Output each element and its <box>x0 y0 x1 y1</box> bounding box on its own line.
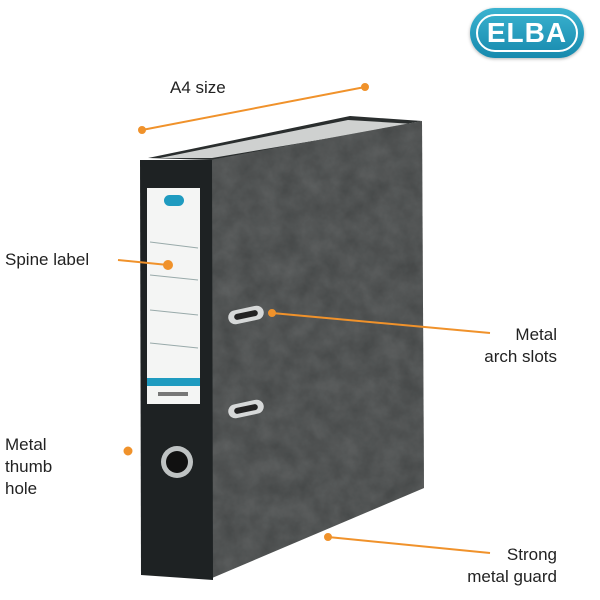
thumb-hole-inner <box>166 451 188 473</box>
arch-slot-top-opening <box>234 310 258 320</box>
arch-slots-line-2: arch slots <box>484 347 557 366</box>
binder-cover <box>210 121 424 578</box>
a4-line <box>141 86 366 131</box>
arch-slot-bottom-opening <box>234 404 258 414</box>
arch-slots-line-1: Metal <box>515 325 557 344</box>
thumb-hole-dot <box>123 446 133 456</box>
metal-guard-annotation: Strong metal guard <box>467 544 557 588</box>
thumb-hole-line-1: Metal <box>5 435 47 454</box>
metal-guard-line-2: metal guard <box>467 567 557 586</box>
spine-label <box>147 188 200 404</box>
arch-slots-annotation: Metal arch slots <box>484 324 557 368</box>
spine-label-band <box>147 378 200 386</box>
spine-label-dot <box>163 260 173 270</box>
metal-guard-line-1: Strong <box>506 545 557 564</box>
spine-label-lines <box>149 241 199 349</box>
thumb-hole-line-2: thumb <box>5 457 53 476</box>
arch-slots-line <box>271 312 491 334</box>
thumb-hole-annotation: Metal thumb hole <box>5 434 52 500</box>
spine-label-logo <box>164 195 184 206</box>
elba-logo: ELBA <box>470 8 584 58</box>
a4-line-dot <box>361 83 369 91</box>
pages-top <box>160 120 414 158</box>
arch-slots-dot <box>268 309 276 317</box>
metal-guard-dot <box>324 533 332 541</box>
binder-cover-shade <box>210 121 424 578</box>
a4-line-dot <box>138 126 146 134</box>
spine-label-line <box>117 259 169 266</box>
a4-size-label: A4 size <box>170 78 226 97</box>
metal-guard-line <box>327 536 491 554</box>
spine-label-annotation: Spine label <box>5 250 90 269</box>
spine-label-barcode <box>158 392 188 396</box>
thumb-hole-line-3: hole <box>5 479 38 498</box>
